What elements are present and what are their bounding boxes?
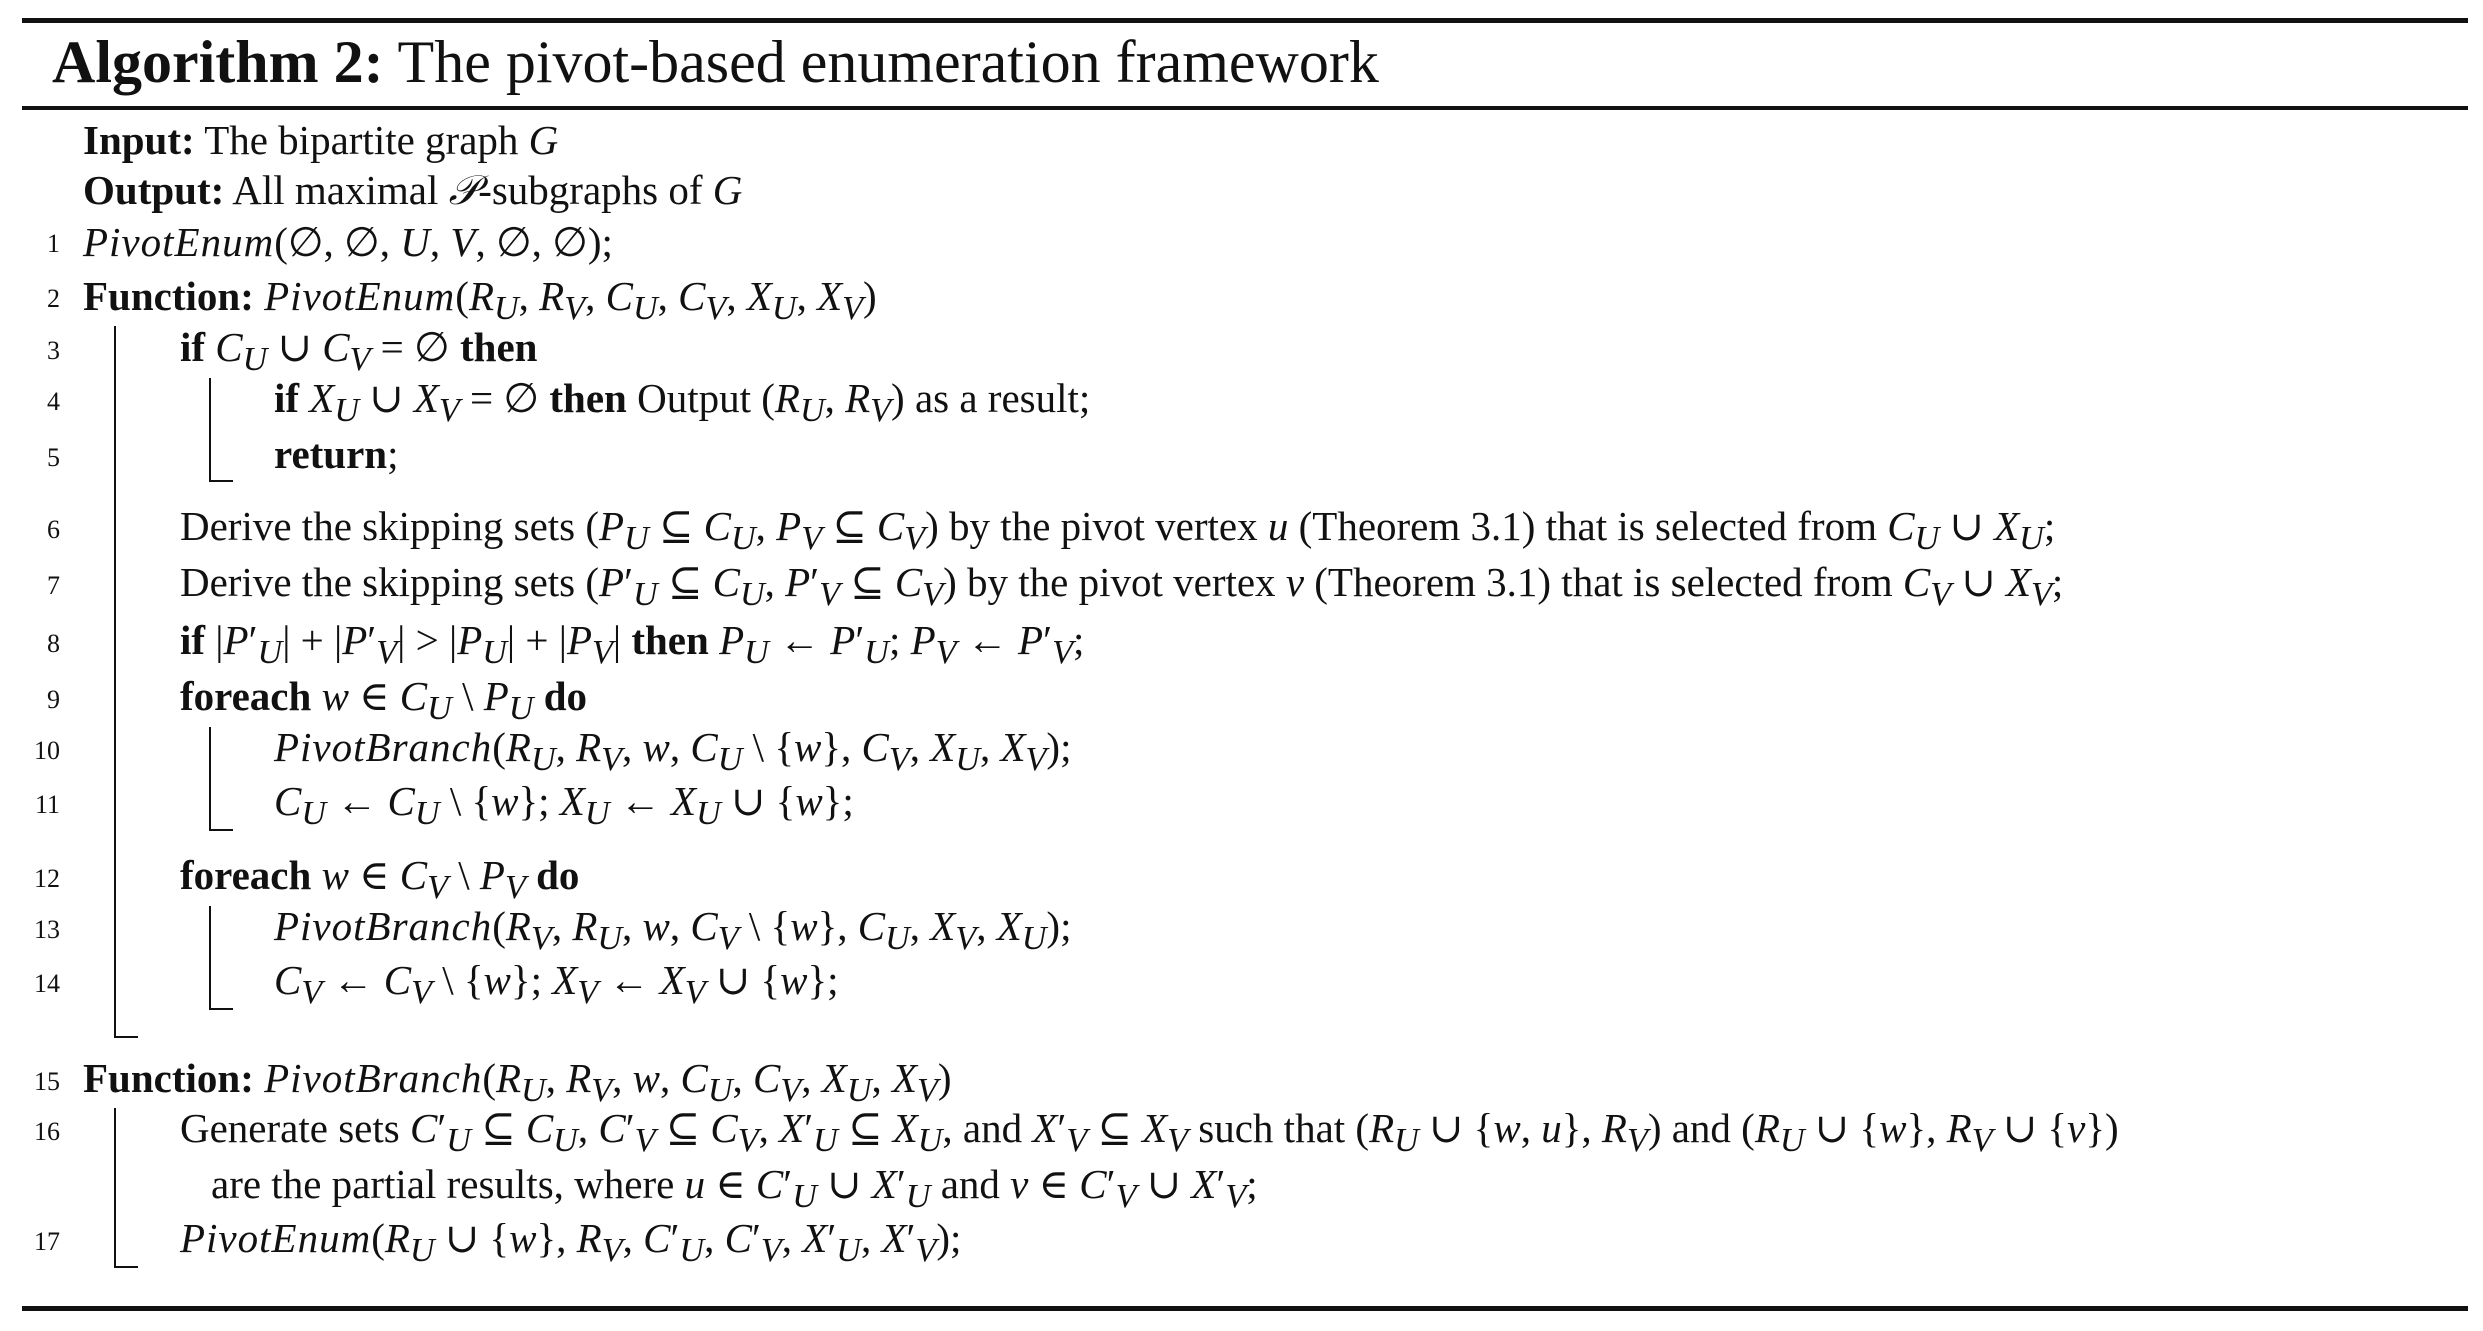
algo-line: Function: PivotBranch(RU, RV, w, CU, CV,… xyxy=(83,1055,952,1110)
block-bar-if xyxy=(209,378,233,482)
line-number: 11 xyxy=(34,790,60,819)
input-text: The bipartite graph G xyxy=(204,117,559,163)
algo-line: CV ← CV \ {w}; XV ← XV ∪ {w}; xyxy=(274,957,839,1012)
line-number: 17 xyxy=(34,1227,60,1256)
top-rule xyxy=(22,18,2468,23)
line-number: 16 xyxy=(34,1117,60,1146)
line-number: 3 xyxy=(47,336,60,365)
line-number: 2 xyxy=(47,284,60,313)
algo-line-continuation: are the partial results, where u ∈ C′U ∪… xyxy=(211,1161,1258,1216)
line-number: 15 xyxy=(34,1067,60,1096)
algo-line: PivotEnum(∅, ∅, U, V, ∅, ∅); xyxy=(83,219,613,265)
algo-line: return; xyxy=(274,431,399,477)
input-label: Input: xyxy=(83,117,195,163)
line-number: 7 xyxy=(47,571,60,600)
caption-rule xyxy=(22,106,2468,110)
output-line: Output: All maximal 𝒫-subgraphs of G xyxy=(83,166,742,214)
block-bar-function-pivotbranch xyxy=(114,1108,138,1268)
line-number: 1 xyxy=(47,229,60,258)
algorithm-caption: Algorithm 2: The pivot-based enumeration… xyxy=(52,22,1379,102)
line-number: 10 xyxy=(34,736,60,765)
algo-line: foreach w ∈ CV \ PV do xyxy=(180,852,580,907)
algorithm-title: The pivot-based enumeration framework xyxy=(397,29,1379,95)
output-label: Output: xyxy=(83,167,225,213)
line-number: 6 xyxy=(47,515,60,544)
input-line: Input: The bipartite graph G xyxy=(83,116,558,164)
algo-line: Derive the skipping sets (PU ⊆ CU, PV ⊆ … xyxy=(180,503,2056,558)
algo-line: CU ← CU \ {w}; XU ← XU ∪ {w}; xyxy=(274,778,854,833)
line-number: 4 xyxy=(47,387,60,416)
line-number: 9 xyxy=(47,685,60,714)
line-number: 8 xyxy=(47,629,60,658)
line-number: 13 xyxy=(34,915,60,944)
algo-line: PivotEnum(RU ∪ {w}, RV, C′U, C′V, X′U, X… xyxy=(180,1215,962,1270)
algo-line: Generate sets C′U ⊆ CU, C′V ⊆ CV, X′U ⊆ … xyxy=(180,1105,2119,1160)
algo-line: if |P′U| + |P′V| > |PU| + |PV| then PU ←… xyxy=(180,617,1085,672)
algo-line: if XU ∪ XV = ∅ then Output (RU, RV) as a… xyxy=(274,375,1091,430)
algo-line: Function: PivotEnum(RU, RV, CU, CV, XU, … xyxy=(83,273,877,328)
algo-line: if CU ∪ CV = ∅ then xyxy=(180,324,538,379)
block-bar-function-pivotenum xyxy=(114,326,138,1038)
output-text: All maximal 𝒫-subgraphs of G xyxy=(232,167,743,213)
bottom-rule xyxy=(22,1306,2468,1311)
line-number: 12 xyxy=(34,864,60,893)
algo-line: foreach w ∈ CU \ PU do xyxy=(180,673,587,728)
block-bar-foreach-v xyxy=(209,906,233,1010)
algo-line: PivotBranch(RU, RV, w, CU \ {w}, CV, XU,… xyxy=(274,724,1072,779)
algo-line: Derive the skipping sets (P′U ⊆ CU, P′V … xyxy=(180,559,2064,614)
block-bar-foreach-u xyxy=(209,727,233,831)
line-number: 5 xyxy=(47,443,60,472)
algorithm-label: Algorithm 2: xyxy=(52,29,384,95)
algo-line: PivotBranch(RV, RU, w, CV \ {w}, CU, XV,… xyxy=(274,903,1072,958)
line-number: 14 xyxy=(34,969,60,998)
